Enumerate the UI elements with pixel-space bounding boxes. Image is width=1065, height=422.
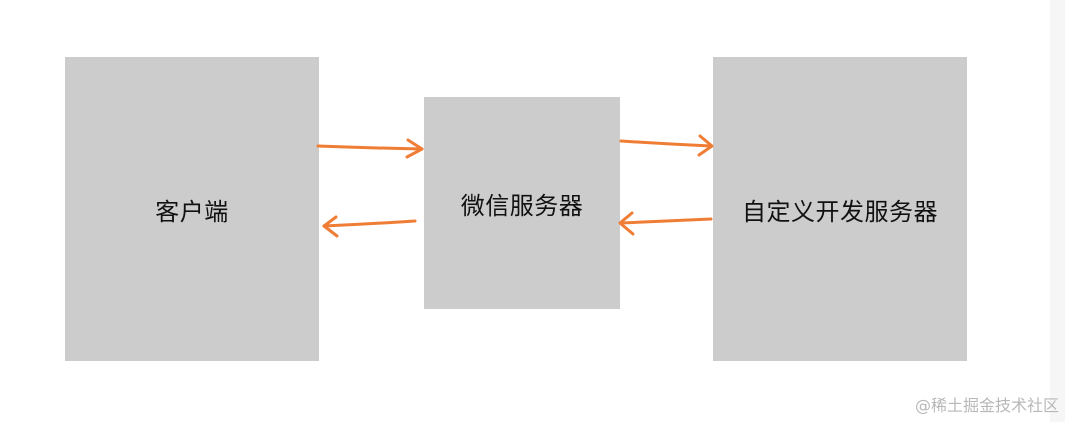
client-label: 客户端 — [155, 197, 229, 226]
scrollbar-track — [1050, 0, 1065, 422]
arrow-wechat-to-client — [322, 215, 417, 238]
wechat-server-box: 微信服务器 — [424, 97, 620, 309]
watermark: @稀土掘金技术社区 — [914, 396, 1059, 415]
wechat-server-label: 微信服务器 — [460, 191, 584, 220]
custom-server-box: 自定义开发服务器 — [713, 57, 967, 361]
custom-server-label: 自定义开发服务器 — [742, 197, 938, 226]
arrow-custom-to-wechat — [618, 211, 713, 236]
arrow-client-to-wechat — [316, 138, 424, 159]
client-box: 客户端 — [65, 57, 319, 361]
arrow-wechat-to-custom — [619, 134, 714, 157]
